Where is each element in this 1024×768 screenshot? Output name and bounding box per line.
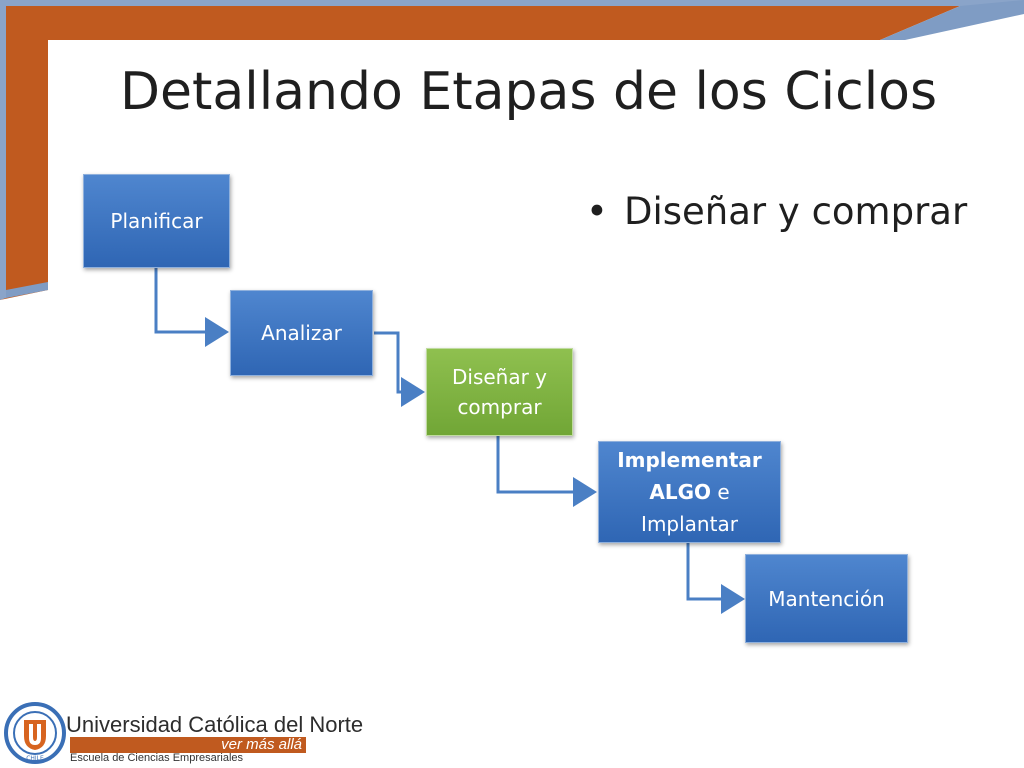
step-label-bold2: ALGO <box>649 480 711 504</box>
step-disenar-comprar: Diseñar y comprar <box>426 348 573 436</box>
step-label: Mantención <box>768 586 885 611</box>
school-name: Escuela de Ciencias Empresariales <box>70 752 244 764</box>
step-label-bold1: Implementar <box>617 448 762 472</box>
connector-2 <box>374 331 425 407</box>
slide-title: Detallando Etapas de los Ciclos <box>120 62 938 122</box>
university-tagline: ver más allá <box>70 737 306 753</box>
step-label: Analizar <box>261 321 342 345</box>
seal-country-text: CHILE <box>26 755 44 762</box>
connector-1 <box>154 268 229 347</box>
bullet-dot: • <box>586 190 608 233</box>
step-label-line2: comprar <box>457 395 542 419</box>
step-planificar: Planificar <box>83 174 230 268</box>
connector-3 <box>496 436 597 507</box>
step-label-line1: Diseñar y <box>451 365 548 389</box>
university-name: Universidad Católica del Norte <box>66 712 364 737</box>
step-label-line3: Implantar <box>641 512 738 536</box>
step-label: Planificar <box>110 209 203 233</box>
slide-frame-decoration <box>0 0 1024 300</box>
bullet-text: Diseñar y comprar <box>624 190 968 233</box>
connector-4 <box>686 543 745 614</box>
step-implementar: Implementar ALGO e Implantar <box>598 441 781 543</box>
step-analizar: Analizar <box>230 290 373 376</box>
step-label-text2: e <box>710 480 730 504</box>
university-seal-icon: CHILE <box>4 702 66 764</box>
step-mantencion: Mantención <box>745 554 908 643</box>
bullet-item: • Diseñar y comprar <box>586 190 967 233</box>
